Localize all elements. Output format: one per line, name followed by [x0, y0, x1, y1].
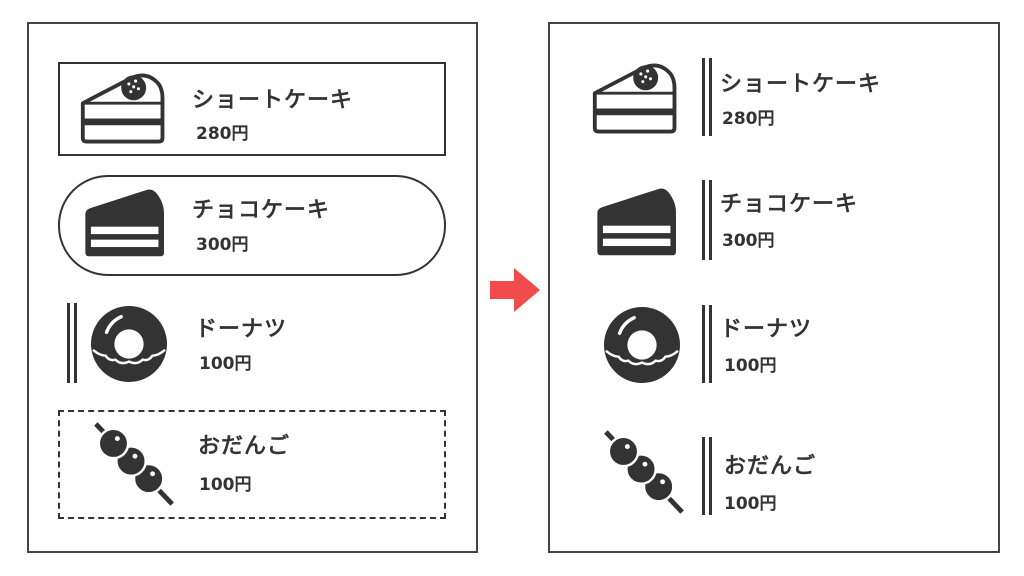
item-price: 280円 [722, 109, 775, 129]
item-price: 100円 [199, 354, 252, 374]
chocolate-cake-icon [592, 185, 686, 259]
item-title: チョコケーキ [192, 198, 331, 223]
dango-icon [90, 420, 178, 508]
donut-icon [603, 306, 681, 384]
item-title: ドーナツ [720, 317, 813, 342]
right-arrow-icon [490, 268, 540, 312]
before-panel [27, 22, 478, 553]
double-bar-marker [702, 305, 712, 383]
shortcake-icon [78, 68, 174, 146]
double-bar-marker [702, 437, 712, 515]
shortcake-icon [590, 58, 686, 136]
item-title: おだんご [724, 454, 817, 479]
item-price: 100円 [724, 356, 777, 376]
after-panel [548, 22, 1000, 553]
double-bar-marker [702, 180, 712, 260]
item-frame-dashed [58, 410, 446, 519]
item-price: 100円 [199, 475, 252, 495]
item-frame-rectangle [58, 62, 446, 156]
item-price: 280円 [196, 124, 249, 144]
item-price: 300円 [722, 231, 775, 251]
item-title: ドーナツ [195, 317, 288, 342]
item-title: ショートケーキ [720, 72, 882, 97]
item-price: 100円 [724, 494, 777, 514]
item-title: チョコケーキ [720, 192, 859, 217]
item-frame-rounded [58, 175, 446, 276]
donut-icon [90, 305, 168, 383]
item-price: 300円 [196, 235, 249, 255]
dango-icon [600, 428, 688, 516]
double-bar-marker [67, 303, 77, 383]
item-title: ショートケーキ [192, 88, 354, 113]
chocolate-cake-icon [80, 186, 174, 260]
double-bar-marker [702, 58, 712, 136]
item-title: おだんご [198, 434, 291, 459]
